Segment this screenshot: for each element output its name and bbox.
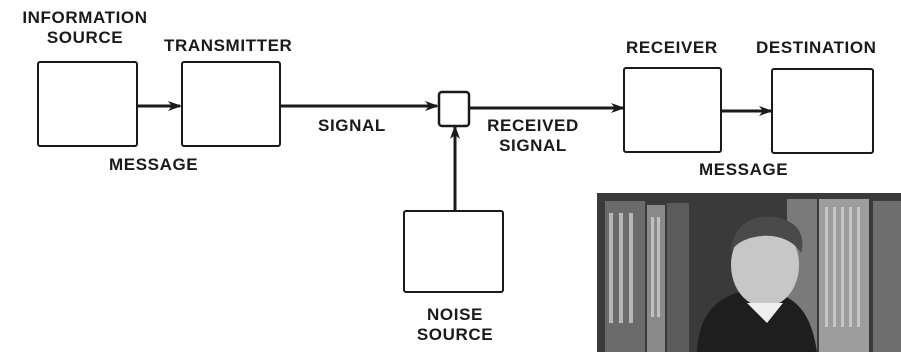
receiver-label: RECEIVER (626, 38, 718, 58)
receiver-box (623, 67, 722, 153)
information-source-box (37, 61, 138, 147)
message-left-label: MESSAGE (109, 155, 198, 175)
photo-illustration (597, 193, 901, 352)
received-signal-label: RECEIVED SIGNAL (478, 116, 588, 156)
transmitter-box (181, 61, 281, 147)
destination-box (771, 68, 874, 154)
information-source-label: INFORMATION SOURCE (0, 8, 170, 48)
noise-source-box (403, 210, 504, 293)
noise-junction-node (439, 92, 469, 126)
destination-label: DESTINATION (756, 38, 877, 58)
transmitter-label: TRANSMITTER (164, 36, 292, 56)
noise-source-label: NOISE SOURCE (395, 305, 515, 345)
portrait-photo (597, 193, 901, 352)
signal-label: SIGNAL (318, 116, 386, 136)
message-right-label: MESSAGE (699, 160, 788, 180)
